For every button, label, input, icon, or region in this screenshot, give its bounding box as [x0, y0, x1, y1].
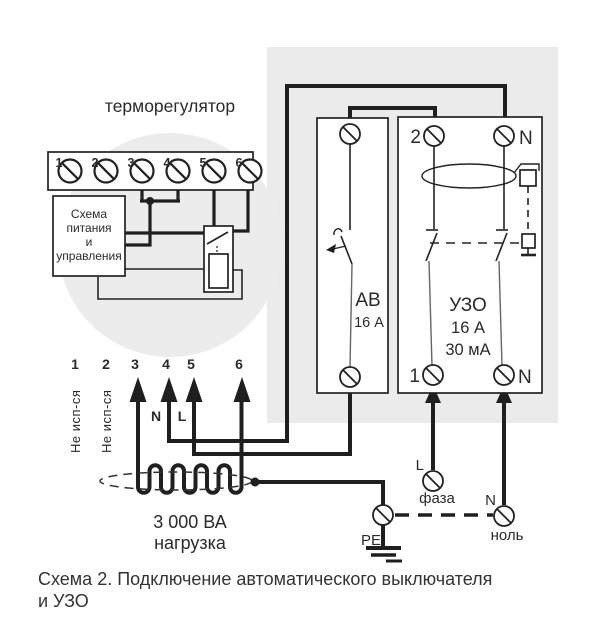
rcd-terminal-n-top [493, 125, 515, 147]
arrowhead-rcd-1 [425, 385, 441, 403]
phase-label: фаза [419, 490, 455, 507]
relay [203, 225, 234, 293]
breaker-bottom-terminal [339, 366, 361, 388]
thermostat: терморегулятор Схема питания и управлени… [47, 96, 263, 300]
control-box [52, 195, 126, 277]
wire-heater-coil [136, 399, 244, 495]
test-link-flag [513, 163, 540, 174]
rcd-terminal-n-bottom [493, 364, 515, 386]
wire-number-3: 3 [131, 356, 139, 372]
rcd-name: УЗО [449, 295, 487, 316]
phase-letter: L [416, 457, 424, 474]
neutral-terminal [493, 505, 515, 527]
thermostat-bracket-wires [125, 190, 180, 247]
control-box-line3: и [86, 235, 93, 249]
terminal-number-3: 3 [128, 156, 135, 170]
arrowhead-rcd-n [496, 385, 512, 403]
caption: Схема 2. Подключение автоматического вык… [38, 569, 492, 611]
wire-number-5: 5 [187, 356, 195, 372]
test-button-square [521, 233, 536, 249]
line-wire-letter: L [178, 408, 187, 424]
test-relay-square [519, 169, 537, 187]
breaker-rating: 16 А [354, 315, 384, 331]
neutral-wire-letter: N [151, 408, 161, 424]
terminal6-wire [233, 190, 250, 233]
rcd-terminal-1 [422, 364, 444, 386]
terminal-number-6: 6 [236, 156, 243, 170]
load-name-label: нагрузка [154, 533, 227, 553]
circuit-breaker: АВ 16 А [316, 117, 389, 394]
relay-coil [208, 253, 229, 289]
rcd-left-lower-conductor [428, 260, 433, 367]
breaker-trip-line [332, 245, 347, 250]
phase-terminal [422, 470, 444, 492]
relay-contact-blade [206, 231, 229, 245]
rcd-right-blade [495, 232, 508, 262]
arrowhead-wire4 [160, 377, 178, 402]
terminal-number-5: 5 [200, 156, 207, 170]
pe-label: РЕ [361, 532, 381, 549]
wire-number-1: 1 [71, 356, 79, 372]
rcd: 2 N 1 N УЗО 16 А 30 мА [397, 116, 543, 394]
terminal-number-4: 4 [164, 156, 171, 170]
not-used-label-1: Не исп-ся [68, 390, 83, 453]
arrowhead-wire5 [185, 377, 203, 402]
control-box-line2: питания [66, 221, 111, 235]
wire-neutral-feed [167, 84, 507, 443]
wiring [99, 84, 512, 517]
rcd-right-lower-conductor [498, 260, 503, 367]
rcd-box [397, 116, 543, 394]
not-used-label-2: Не исп-ся [99, 390, 114, 453]
control-box-line4: управления [56, 249, 121, 263]
junction-dot [146, 197, 154, 205]
wire-number-4: 4 [162, 356, 170, 372]
arrowhead-wire6 [233, 377, 251, 402]
wire-phase-feed [192, 387, 352, 456]
rcd-label-n-top: N [519, 128, 533, 149]
caption-line2: и УЗО [38, 591, 89, 611]
breaker-box [316, 117, 389, 394]
wire-labels: 1 2 3 4 5 6 Не исп-ся Не исп-ся N L 3 00… [68, 356, 243, 553]
neutral-label: ноль [491, 527, 524, 544]
thermostat-title: терморегулятор [105, 96, 235, 116]
supply-terminals: L фаза N ноль РЕ [361, 457, 524, 563]
breaker-blade [340, 235, 353, 265]
breaker-name: АВ [355, 290, 380, 311]
pe-terminal [372, 504, 394, 526]
rcd-rating: 16 А [451, 319, 485, 337]
breaker-release-hook [333, 228, 343, 236]
wire-number-6: 6 [235, 356, 243, 372]
coil-return-wire [97, 269, 243, 300]
differential-transformer-ellipse [421, 163, 517, 189]
rcd-label-2: 2 [410, 127, 421, 148]
terminal-number-1: 1 [56, 156, 63, 170]
load-power-label: 3 000 ВА [153, 512, 226, 532]
caption-line1: Схема 2. Подключение автоматического вык… [38, 569, 492, 589]
breaker-lower-conductor [349, 263, 353, 368]
control-box-line1: Схема [71, 207, 107, 221]
rcd-label-1: 1 [409, 366, 420, 387]
wire-sheath-to-pe [255, 480, 385, 505]
rcd-left-blade [425, 232, 438, 262]
terminal-number-2: 2 [92, 156, 99, 170]
ground-icon [366, 525, 402, 563]
breaker-top-terminal [339, 123, 361, 145]
breaker-trip-arrowhead [326, 244, 336, 253]
rcd-terminal-2 [423, 125, 445, 147]
arrowhead-wire3 [129, 377, 147, 402]
neutral-letter: N [485, 492, 496, 509]
wire-number-2: 2 [102, 356, 110, 372]
rcd-label-n-bottom: N [518, 367, 532, 388]
rcd-trip-current: 30 мА [445, 341, 490, 359]
